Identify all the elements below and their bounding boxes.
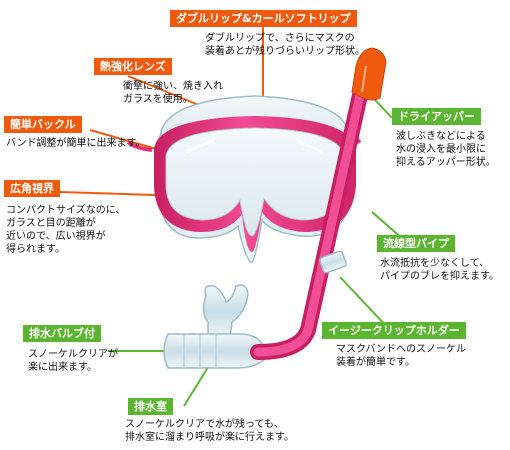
feature-desc-buckle: バンド調整が簡単に出来ます。 — [6, 138, 146, 149]
feature-label-wide: 広角視界 — [4, 180, 60, 197]
feature-label-lip: ダブルリップ&カールソフトリップ — [170, 10, 357, 27]
feature-label-valve: 排水バルブ付 — [23, 325, 101, 342]
feature-label-buckle: 簡単バックル — [4, 116, 82, 133]
feature-desc-lens: 衝撃に強い、焼き入れ ガラスを使用。 — [123, 81, 223, 105]
feature-desc-dry: 波しぶきなどによる 水の浸入を最小限に 抑えるアッパー形状。 — [396, 131, 496, 168]
feature-label-lens: 熱強化レンズ — [94, 58, 172, 75]
feature-desc-chamber: スノーケルクリアで水が残っても、 排水室に溜まり呼吸が楽に行えます。 — [125, 419, 294, 443]
feature-desc-valve: スノーケルクリアが 楽に出来ます。 — [28, 349, 118, 373]
purge-chamber — [163, 333, 267, 369]
mouthpiece — [202, 284, 249, 339]
feature-label-clip: イージークリップホルダー — [322, 322, 466, 339]
mask-lens — [165, 127, 345, 237]
feature-desc-wide: コンパクトサイズなのに、 ガラスと目の距離が 近いので、広い視界が 得られます。 — [6, 205, 126, 255]
feature-desc-clip: マスクバンドへのスノーケル 装着が簡単です。 — [336, 344, 466, 368]
feature-label-dry: ドライアッパー — [392, 108, 481, 125]
dry-top — [351, 47, 387, 101]
feature-label-pipe: 流線型パイプ — [377, 235, 455, 252]
feature-label-chamber: 排水室 — [128, 398, 173, 415]
feature-desc-pipe: 水流抵抗を少なくして、 パイプのブレを抑えます。 — [380, 258, 499, 282]
feature-desc-lip: ダブルリップで、さらにマスクの 装着あとが残りづらいリップ形状。 — [205, 33, 365, 57]
clip-holder — [319, 250, 347, 274]
